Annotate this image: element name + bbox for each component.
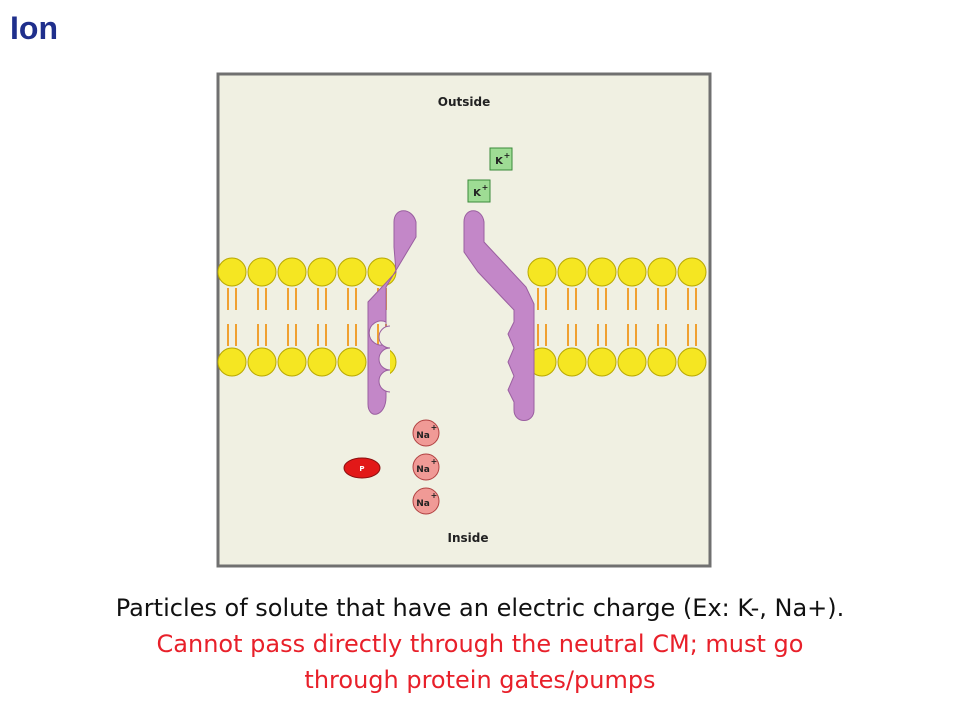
phospholipid-head xyxy=(677,257,707,287)
caption-line-2: Cannot pass directly through the neutral… xyxy=(156,630,804,658)
phospholipid-head xyxy=(617,347,647,377)
charge-sign: + xyxy=(431,491,438,500)
phospholipid-head xyxy=(557,347,587,377)
phosphate-group: P xyxy=(343,457,381,479)
sodium-label: Na xyxy=(416,431,430,441)
phospholipid-head xyxy=(307,257,337,287)
sodium-label: Na xyxy=(416,465,430,475)
phospholipid-head xyxy=(587,257,617,287)
phospholipid-head xyxy=(677,347,707,377)
sodium-ion-1: Na + xyxy=(412,419,440,447)
phosphate-label: P xyxy=(359,465,364,473)
left-channel-binding-sites xyxy=(378,325,391,393)
phospholipid-head xyxy=(527,257,557,287)
sodium-label: Na xyxy=(416,499,430,509)
slide-title: Ion xyxy=(10,10,58,46)
phospholipid-head xyxy=(217,347,247,377)
charge-sign: + xyxy=(482,183,489,192)
phospholipid-head xyxy=(617,257,647,287)
phospholipid-head xyxy=(337,347,367,377)
inside-label: Inside xyxy=(448,531,489,545)
channel-protein-right xyxy=(463,210,535,421)
caption-line-3: through protein gates/pumps xyxy=(304,666,656,694)
sodium-ion-3: Na + xyxy=(412,487,440,515)
charge-sign: + xyxy=(431,423,438,432)
phospholipid-head xyxy=(307,347,337,377)
phospholipid-head xyxy=(367,257,397,287)
phospholipid-head xyxy=(247,347,277,377)
charge-sign: + xyxy=(504,151,511,160)
phospholipid-bilayer-right xyxy=(527,257,707,377)
phospholipid-head xyxy=(587,347,617,377)
caption-line-1: Particles of solute that have an electri… xyxy=(115,594,845,622)
ion-channel-diagram: Outside Inside K + K + Na + xyxy=(216,72,712,568)
potassium-label: K xyxy=(495,156,504,167)
phospholipid-head xyxy=(647,257,677,287)
phospholipid-head xyxy=(277,257,307,287)
phospholipid-bilayer-left xyxy=(217,257,397,377)
diagram-frame xyxy=(216,72,712,568)
caption: Particles of solute that have an electri… xyxy=(0,590,960,698)
sodium-ion-2: Na + xyxy=(412,453,440,481)
phospholipid-head xyxy=(217,257,247,287)
phospholipid-head xyxy=(277,347,307,377)
phospholipid-head xyxy=(337,257,367,287)
phospholipid-head xyxy=(647,347,677,377)
outside-label: Outside xyxy=(438,95,490,109)
charge-sign: + xyxy=(431,457,438,466)
potassium-ion-lower: K + xyxy=(467,179,491,203)
phospholipid-head xyxy=(557,257,587,287)
potassium-label: K xyxy=(473,188,482,199)
potassium-ion-upper: K + xyxy=(489,147,513,171)
phospholipid-head xyxy=(247,257,277,287)
